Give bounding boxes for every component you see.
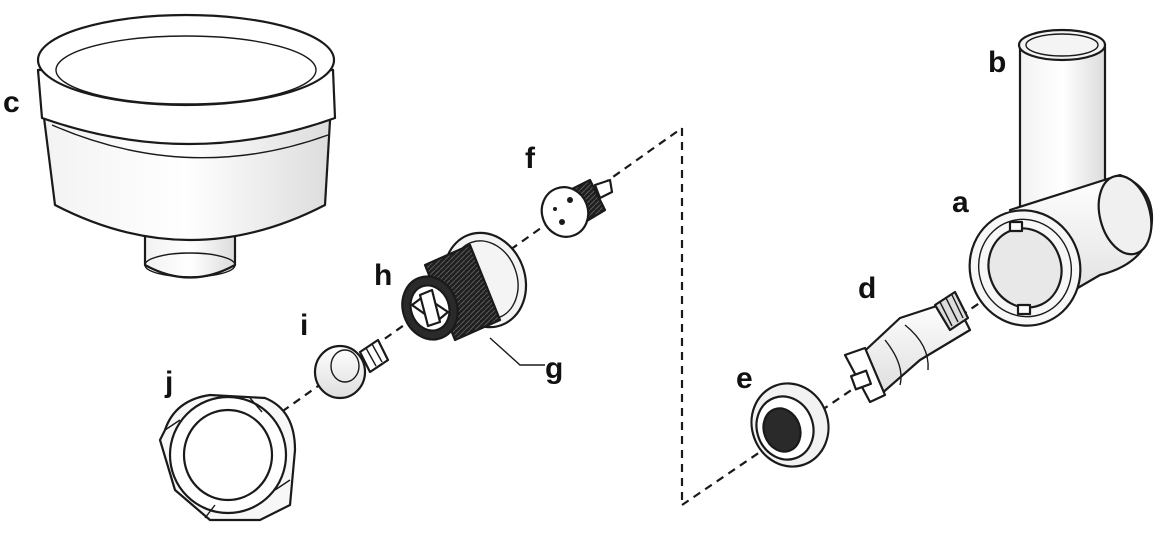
leader-line-g	[489, 337, 545, 366]
label-e: e	[736, 362, 753, 395]
part-d-auger	[843, 290, 972, 404]
label-g: g	[545, 352, 563, 385]
part-i-stopper	[313, 338, 390, 400]
label-i: i	[300, 309, 308, 342]
label-j: j	[164, 366, 173, 399]
part-a-housing	[968, 173, 1154, 327]
label-h: h	[374, 259, 392, 292]
part-f-cone	[540, 178, 614, 238]
label-a: a	[952, 186, 969, 219]
label-d: d	[858, 272, 876, 305]
part-labels: a b c d e f g h i j	[3, 46, 1006, 399]
part-b-feed-tube	[1017, 28, 1107, 232]
part-h-cutter-housing	[401, 231, 528, 342]
label-f: f	[525, 142, 536, 175]
part-e-ring	[750, 382, 830, 468]
label-c: c	[3, 86, 20, 119]
part-c-hopper	[36, 13, 337, 279]
label-b: b	[988, 46, 1006, 79]
part-j-locking-ring	[158, 393, 297, 522]
